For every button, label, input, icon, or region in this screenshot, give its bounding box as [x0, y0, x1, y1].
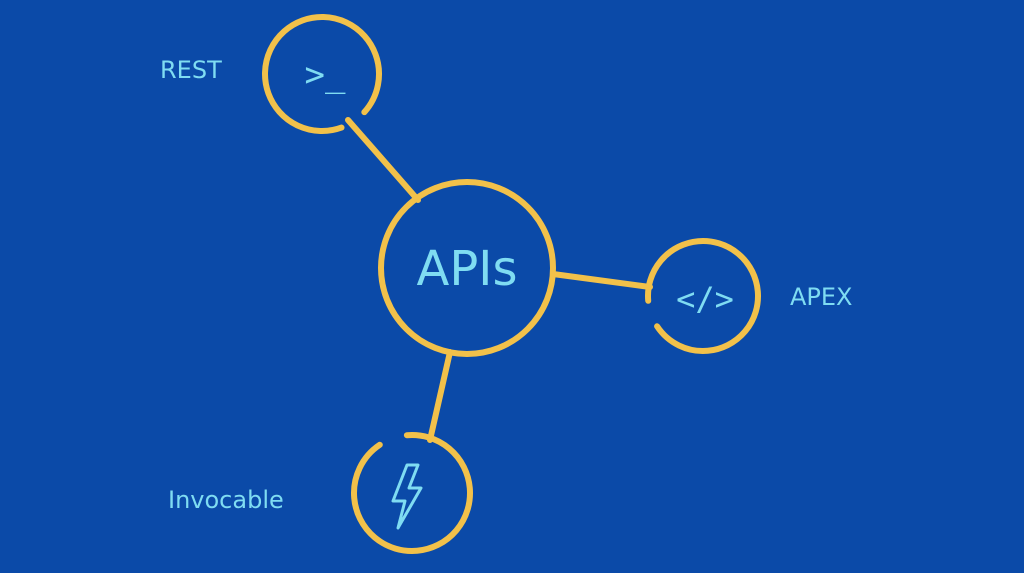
invocable-node: Invocable	[168, 432, 473, 554]
apex-node-ring	[645, 238, 762, 354]
connector-invocable	[427, 349, 453, 443]
lightning-bolt-icon	[391, 463, 423, 530]
terminal-prompt-icon: >_	[305, 55, 346, 95]
center-node: APIs	[378, 179, 556, 357]
center-node-ring	[378, 179, 556, 357]
connector-apex	[550, 271, 653, 290]
connector-rest	[345, 117, 421, 203]
code-brackets-icon: </>	[676, 280, 734, 318]
apex-node: </> APEX	[645, 238, 853, 354]
invocable-label: Invocable	[168, 486, 284, 514]
rest-node: >_ REST	[160, 14, 382, 134]
center-node-label: APIs	[417, 241, 518, 297]
rest-node-ring	[262, 14, 382, 134]
rest-label: REST	[160, 56, 222, 84]
invocable-node-ring	[351, 432, 473, 554]
apex-label: APEX	[790, 283, 853, 311]
